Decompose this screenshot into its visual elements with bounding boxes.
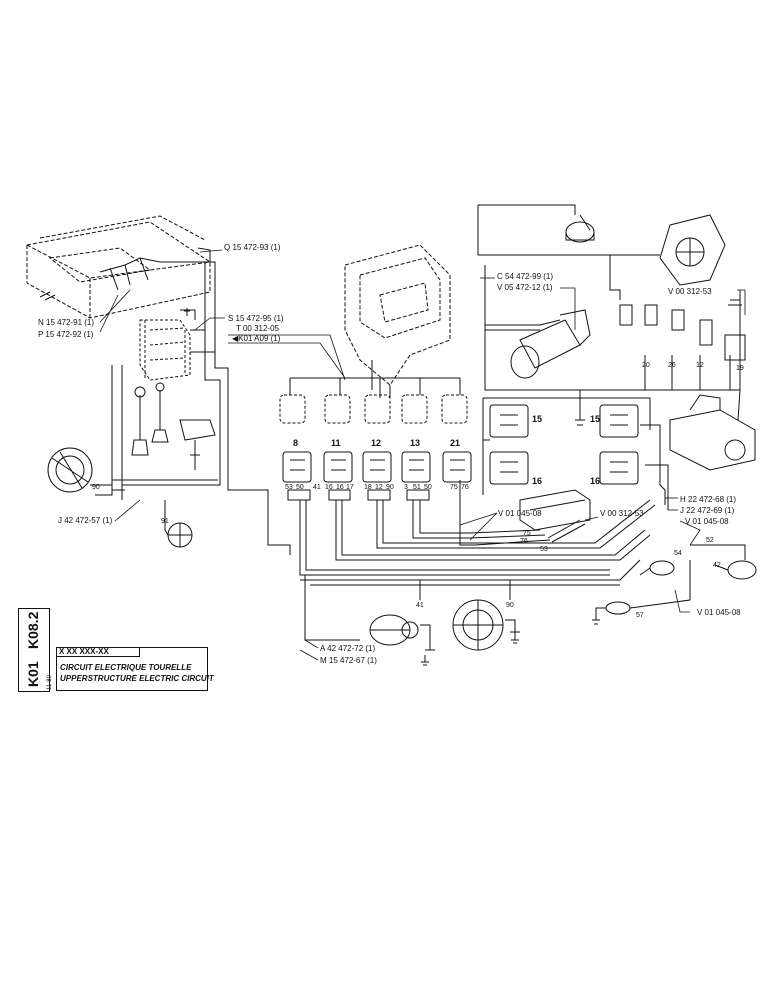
harness-bundle-bottom — [299, 480, 656, 586]
pedal-control — [179, 419, 216, 470]
motor-bottom-left — [369, 614, 419, 646]
title-french: CIRCUIT ELECTRIQUE TOURELLE — [60, 663, 192, 672]
callout-v00a: V 00 312-53 — [668, 287, 712, 296]
callout-m15: M 15 472-67 (1) — [320, 656, 377, 665]
wire-number: 18 — [364, 484, 372, 491]
connector-label-21: 21 — [450, 438, 461, 448]
callout-s: S 15 472-95 (1) — [228, 314, 284, 323]
connector-label-16b: 16 — [590, 476, 601, 486]
wire-number: 41 — [416, 602, 424, 609]
wire-number: 16 — [325, 484, 333, 491]
motor-center-right — [510, 309, 591, 379]
callout-q: Q 15 472-93 (1) — [224, 243, 281, 252]
callout-k-text: K01 A09 (1) — [238, 334, 281, 343]
gear-sensor-top-right — [659, 214, 726, 286]
callout-j42: J 42 472-57 (1) — [58, 516, 113, 525]
relay-row — [279, 377, 468, 424]
revision-date: 11-80 — [47, 675, 53, 690]
callout-v00b: V 00 312-53 — [600, 509, 644, 518]
ground-symbols — [184, 308, 519, 666]
wire-number: 90 — [92, 484, 100, 491]
connector-label-13: 13 — [410, 438, 421, 448]
connector-label-12: 12 — [371, 438, 382, 448]
wire-number: 50 — [424, 484, 432, 491]
wire-number: 54 — [674, 550, 682, 557]
title-english: UPPERSTRUCTURE ELECTRIC CIRCUIT — [60, 674, 214, 683]
connector-label-15b: 15 — [590, 414, 601, 424]
callout-v05: V 05 472-12 (1) — [497, 283, 553, 292]
connector-label-8: 8 — [293, 438, 299, 448]
upper-right-wiring — [477, 204, 741, 426]
leader-lines — [99, 249, 746, 661]
page-code-section: K01 — [25, 661, 41, 687]
page-code-box: K01 K08.2 — [18, 608, 50, 692]
page-code-page: K08.2 — [25, 611, 41, 649]
multipin-connectors — [489, 404, 639, 485]
wire-number: 16 — [336, 484, 344, 491]
wire-number: 12 — [375, 484, 383, 491]
callout-j22: J 22 472-69 (1) — [680, 506, 735, 515]
wire-number: 52 — [706, 537, 714, 544]
joystick-left — [131, 382, 169, 456]
callout-p: P 15 472-92 (1) — [38, 330, 94, 339]
cabin-box-outline — [26, 215, 211, 319]
callout-c: C 54 472-99 (1) — [497, 272, 554, 281]
wire-number: 90 — [506, 602, 514, 609]
wire-number: 76 — [520, 538, 528, 545]
callout-k: ◀K01 A09 (1) — [232, 334, 280, 343]
callout-v01a: V 01 045-08 — [498, 509, 542, 518]
wire-number: 53 — [285, 484, 293, 491]
wire-number: 75 — [523, 530, 531, 537]
left-trunk-wire — [210, 261, 291, 555]
sensor-bottom-left — [167, 522, 193, 548]
motor-bottom-center — [452, 599, 504, 651]
wire-number: 57 — [636, 612, 644, 619]
wire-number: 76 — [461, 484, 469, 491]
sensor-row-right — [619, 299, 746, 361]
callout-h22: H 22 472-68 (1) — [680, 495, 737, 504]
wire-number: 75 — [450, 484, 458, 491]
drawing-reference: X XX XXX-XX — [56, 647, 140, 657]
console-housing — [344, 244, 451, 386]
wire-number: 20 — [642, 362, 650, 369]
pressure-switch-right — [592, 544, 757, 625]
horn-left — [47, 447, 93, 493]
junction-module — [469, 489, 591, 546]
arrow-left-icon: ◀ — [232, 334, 239, 343]
wire-number: 90 — [386, 484, 394, 491]
callout-n: N 15 472-91 (1) — [38, 318, 95, 327]
wire-number: 26 — [668, 362, 676, 369]
callout-v01c: V 01 045-08 — [697, 608, 741, 617]
title-block — [56, 647, 208, 691]
callout-v01b: V 01 045-08 — [685, 517, 729, 526]
callout-t: T 00 312-05 — [236, 324, 279, 333]
wire-number: 53 — [540, 546, 548, 553]
wire-number: 17 — [346, 484, 354, 491]
connector-label-11: 11 — [331, 438, 341, 448]
callout-a42: A 42 472-72 (1) — [320, 644, 376, 653]
wire-number: 12 — [696, 362, 704, 369]
connector-label-16a: 16 — [532, 476, 543, 486]
connector-label-15a: 15 — [532, 414, 543, 424]
wire-number: 19 — [736, 365, 744, 372]
wire-number: 51 — [413, 484, 421, 491]
connector-blocks — [282, 451, 472, 501]
wire-number: 3 — [404, 484, 408, 491]
hydraulic-valve-block — [139, 319, 191, 381]
wire-number: 50 — [296, 484, 304, 491]
wire-number: 91 — [161, 518, 169, 525]
pump-right — [669, 394, 756, 471]
wire-number: 42 — [713, 562, 721, 569]
cabin-wire-harness — [99, 257, 210, 273]
wire-number: 41 — [313, 484, 321, 491]
switch-top — [565, 221, 595, 243]
